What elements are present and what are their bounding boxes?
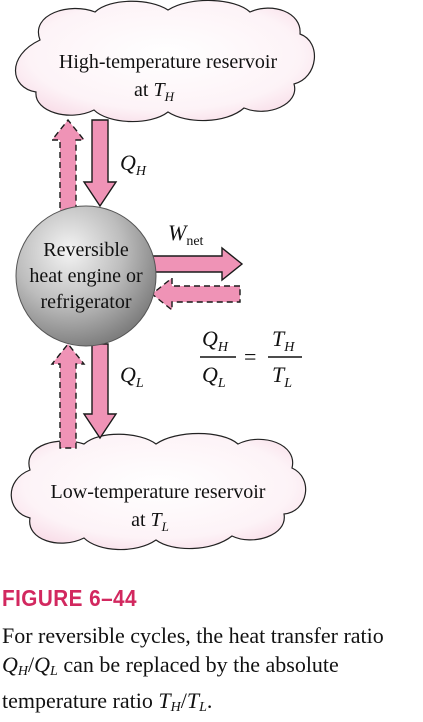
eq-lhs-num-sub: H xyxy=(217,340,229,355)
wnet-symbol: W xyxy=(168,220,188,245)
eq-rhs-den-symbol: T xyxy=(272,362,286,387)
figure-label: FIGURE 6–44 xyxy=(2,585,137,611)
caption-ratio2-den: T xyxy=(186,688,200,713)
caption-ratio2-den-sub: L xyxy=(199,700,207,715)
work-in-arrow-dashed xyxy=(150,276,241,312)
high-reservoir-temp-symbol: T xyxy=(153,79,166,101)
eq-rhs-num-sub: H xyxy=(283,340,295,355)
eq-lhs-num-symbol: Q xyxy=(202,326,218,351)
reversible-engine-sphere: Reversible heat engine or refrigerator xyxy=(15,205,157,347)
eq-lhs-den-sub: L xyxy=(217,376,226,391)
eq-lhs-denominator: QL xyxy=(202,362,226,391)
figure-caption: For reversible cycles, the heat transfer… xyxy=(2,621,422,722)
temperature-ratio-equation: QH QL = TH TL xyxy=(200,326,302,391)
ql-symbol: Q xyxy=(120,362,136,387)
caption-slash1: / xyxy=(28,652,35,677)
heat-engine-diagram: High-temperature reservoir at TH Low-tem… xyxy=(10,0,315,551)
wnet-label: Wnet xyxy=(168,220,204,249)
caption-part2: can be replaced by the absolute temperat… xyxy=(2,652,339,713)
high-reservoir-temp-sub: H xyxy=(164,89,175,104)
eq-lhs-numerator: QH xyxy=(202,326,229,355)
eq-rhs-numerator: TH xyxy=(272,326,295,355)
qh-sub: H xyxy=(135,164,147,179)
wnet-sub: net xyxy=(186,234,203,249)
low-reservoir-title: Low-temperature reservoir xyxy=(51,481,266,503)
heat-in-arrow-qh xyxy=(82,119,118,208)
ql-label: QL xyxy=(120,362,144,391)
return-heat-arrow-lower-dashed xyxy=(50,342,86,449)
caption-slash2: / xyxy=(180,688,187,713)
caption-ratio2-num: T xyxy=(158,688,171,713)
caption-part3: . xyxy=(206,688,213,713)
caption-ratio1-num: Q xyxy=(2,652,18,677)
low-reservoir-temp-sub: L xyxy=(161,519,169,534)
low-temperature-reservoir-cloud: Low-temperature reservoir at TL xyxy=(10,432,307,551)
engine-label-line3: refrigerator xyxy=(40,291,131,313)
caption-part1: For reversible cycles, the heat transfer… xyxy=(2,623,384,648)
engine-label-line1: Reversible xyxy=(43,239,129,261)
ql-sub: L xyxy=(135,376,144,391)
caption-ratio1-den-sub: L xyxy=(50,664,58,679)
caption-ratio2-num-sub: H xyxy=(170,700,181,715)
low-reservoir-temp-symbol: T xyxy=(151,509,164,531)
heat-out-arrow-ql xyxy=(82,343,118,440)
high-reservoir-temp-line: at TH xyxy=(134,79,175,104)
eq-rhs-den-sub: L xyxy=(283,376,292,391)
eq-equals: = xyxy=(244,344,256,369)
high-reservoir-title: High-temperature reservoir xyxy=(59,51,278,73)
qh-label: QH xyxy=(120,150,147,179)
high-reservoir-at: at xyxy=(134,79,153,101)
caption-ratio1-den: Q xyxy=(34,652,51,677)
low-reservoir-at: at xyxy=(131,509,150,531)
eq-rhs-denominator: TL xyxy=(272,362,292,391)
work-out-arrow xyxy=(149,246,244,282)
eq-rhs-num-symbol: T xyxy=(272,326,286,351)
return-heat-arrow-upper-dashed xyxy=(50,118,86,219)
engine-label-line2: heat engine or xyxy=(29,265,143,287)
high-temperature-reservoir-cloud: High-temperature reservoir at TH xyxy=(14,0,315,123)
qh-symbol: Q xyxy=(120,150,136,175)
caption-ratio1-num-sub: H xyxy=(17,664,29,679)
eq-lhs-den-symbol: Q xyxy=(202,362,218,387)
low-reservoir-temp-line: at TL xyxy=(131,509,169,534)
